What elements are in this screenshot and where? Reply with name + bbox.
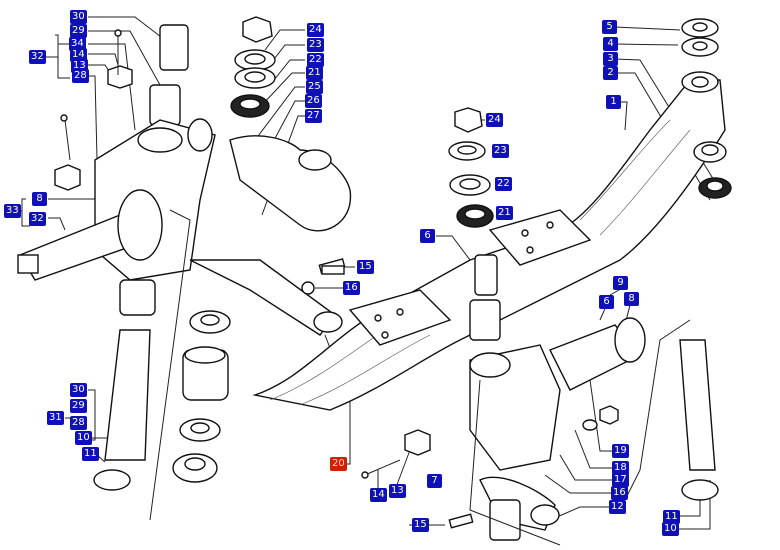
callout-15[interactable]: 15 bbox=[412, 518, 429, 532]
callout-16[interactable]: 16 bbox=[343, 281, 360, 295]
callout-17[interactable]: 17 bbox=[612, 473, 629, 487]
callout-23[interactable]: 23 bbox=[307, 38, 324, 52]
right-kingpin bbox=[679, 339, 719, 501]
callout-4[interactable]: 4 bbox=[603, 37, 618, 51]
callout-20-selected[interactable]: 20 bbox=[330, 457, 347, 471]
callout-30[interactable]: 30 bbox=[70, 383, 87, 397]
callout-1[interactable]: 1 bbox=[606, 95, 621, 109]
callout-15[interactable]: 15 bbox=[357, 260, 374, 274]
callout-12[interactable]: 12 bbox=[609, 500, 626, 514]
callout-18[interactable]: 18 bbox=[612, 461, 629, 475]
callout-7[interactable]: 7 bbox=[427, 474, 442, 488]
callout-32[interactable]: 32 bbox=[29, 212, 46, 226]
callout-2[interactable]: 2 bbox=[603, 66, 618, 80]
callout-14[interactable]: 14 bbox=[370, 488, 387, 502]
callout-24[interactable]: 24 bbox=[307, 23, 324, 37]
callout-27[interactable]: 27 bbox=[305, 109, 322, 123]
callout-21[interactable]: 21 bbox=[496, 206, 513, 220]
callout-5[interactable]: 5 bbox=[602, 20, 617, 34]
callout-24[interactable]: 24 bbox=[486, 113, 503, 127]
lower-left-parts bbox=[172, 310, 231, 483]
callout-32[interactable]: 32 bbox=[29, 50, 46, 64]
callout-13[interactable]: 13 bbox=[389, 484, 406, 498]
callout-8[interactable]: 8 bbox=[624, 292, 639, 306]
callout-11[interactable]: 11 bbox=[663, 510, 680, 524]
callout-30[interactable]: 30 bbox=[70, 10, 87, 24]
callout-11[interactable]: 11 bbox=[82, 447, 99, 461]
callout-10[interactable]: 10 bbox=[662, 522, 679, 536]
callout-21[interactable]: 21 bbox=[306, 66, 323, 80]
callout-28[interactable]: 28 bbox=[72, 69, 89, 83]
nut-stack-left bbox=[230, 16, 276, 118]
callout-22[interactable]: 22 bbox=[495, 177, 512, 191]
callout-22[interactable]: 22 bbox=[307, 53, 324, 67]
callout-6[interactable]: 6 bbox=[599, 295, 614, 309]
callout-26[interactable]: 26 bbox=[305, 94, 322, 108]
callout-16[interactable]: 16 bbox=[611, 486, 628, 500]
callout-28[interactable]: 28 bbox=[70, 416, 87, 430]
callout-3[interactable]: 3 bbox=[603, 52, 618, 66]
callout-19[interactable]: 19 bbox=[612, 444, 629, 458]
callout-9[interactable]: 9 bbox=[613, 276, 628, 290]
steering-arm bbox=[189, 135, 352, 336]
callout-6[interactable]: 6 bbox=[420, 229, 435, 243]
callout-23[interactable]: 23 bbox=[492, 144, 509, 158]
right-knuckle bbox=[321, 254, 646, 541]
washers-5-4 bbox=[681, 18, 732, 199]
callout-33[interactable]: 33 bbox=[4, 204, 21, 218]
callout-31[interactable]: 31 bbox=[47, 411, 64, 425]
left-knuckle bbox=[17, 24, 216, 491]
callout-8[interactable]: 8 bbox=[32, 192, 47, 206]
axle-beam bbox=[252, 71, 726, 411]
callout-14[interactable]: 14 bbox=[70, 48, 87, 62]
callout-29[interactable]: 29 bbox=[70, 399, 87, 413]
assembly-outlines bbox=[149, 209, 691, 546]
callout-25[interactable]: 25 bbox=[306, 80, 323, 94]
nut-stack-center bbox=[448, 107, 494, 228]
callout-29[interactable]: 29 bbox=[70, 24, 87, 38]
callout-34[interactable]: 34 bbox=[69, 37, 86, 51]
callout-10[interactable]: 10 bbox=[75, 431, 92, 445]
